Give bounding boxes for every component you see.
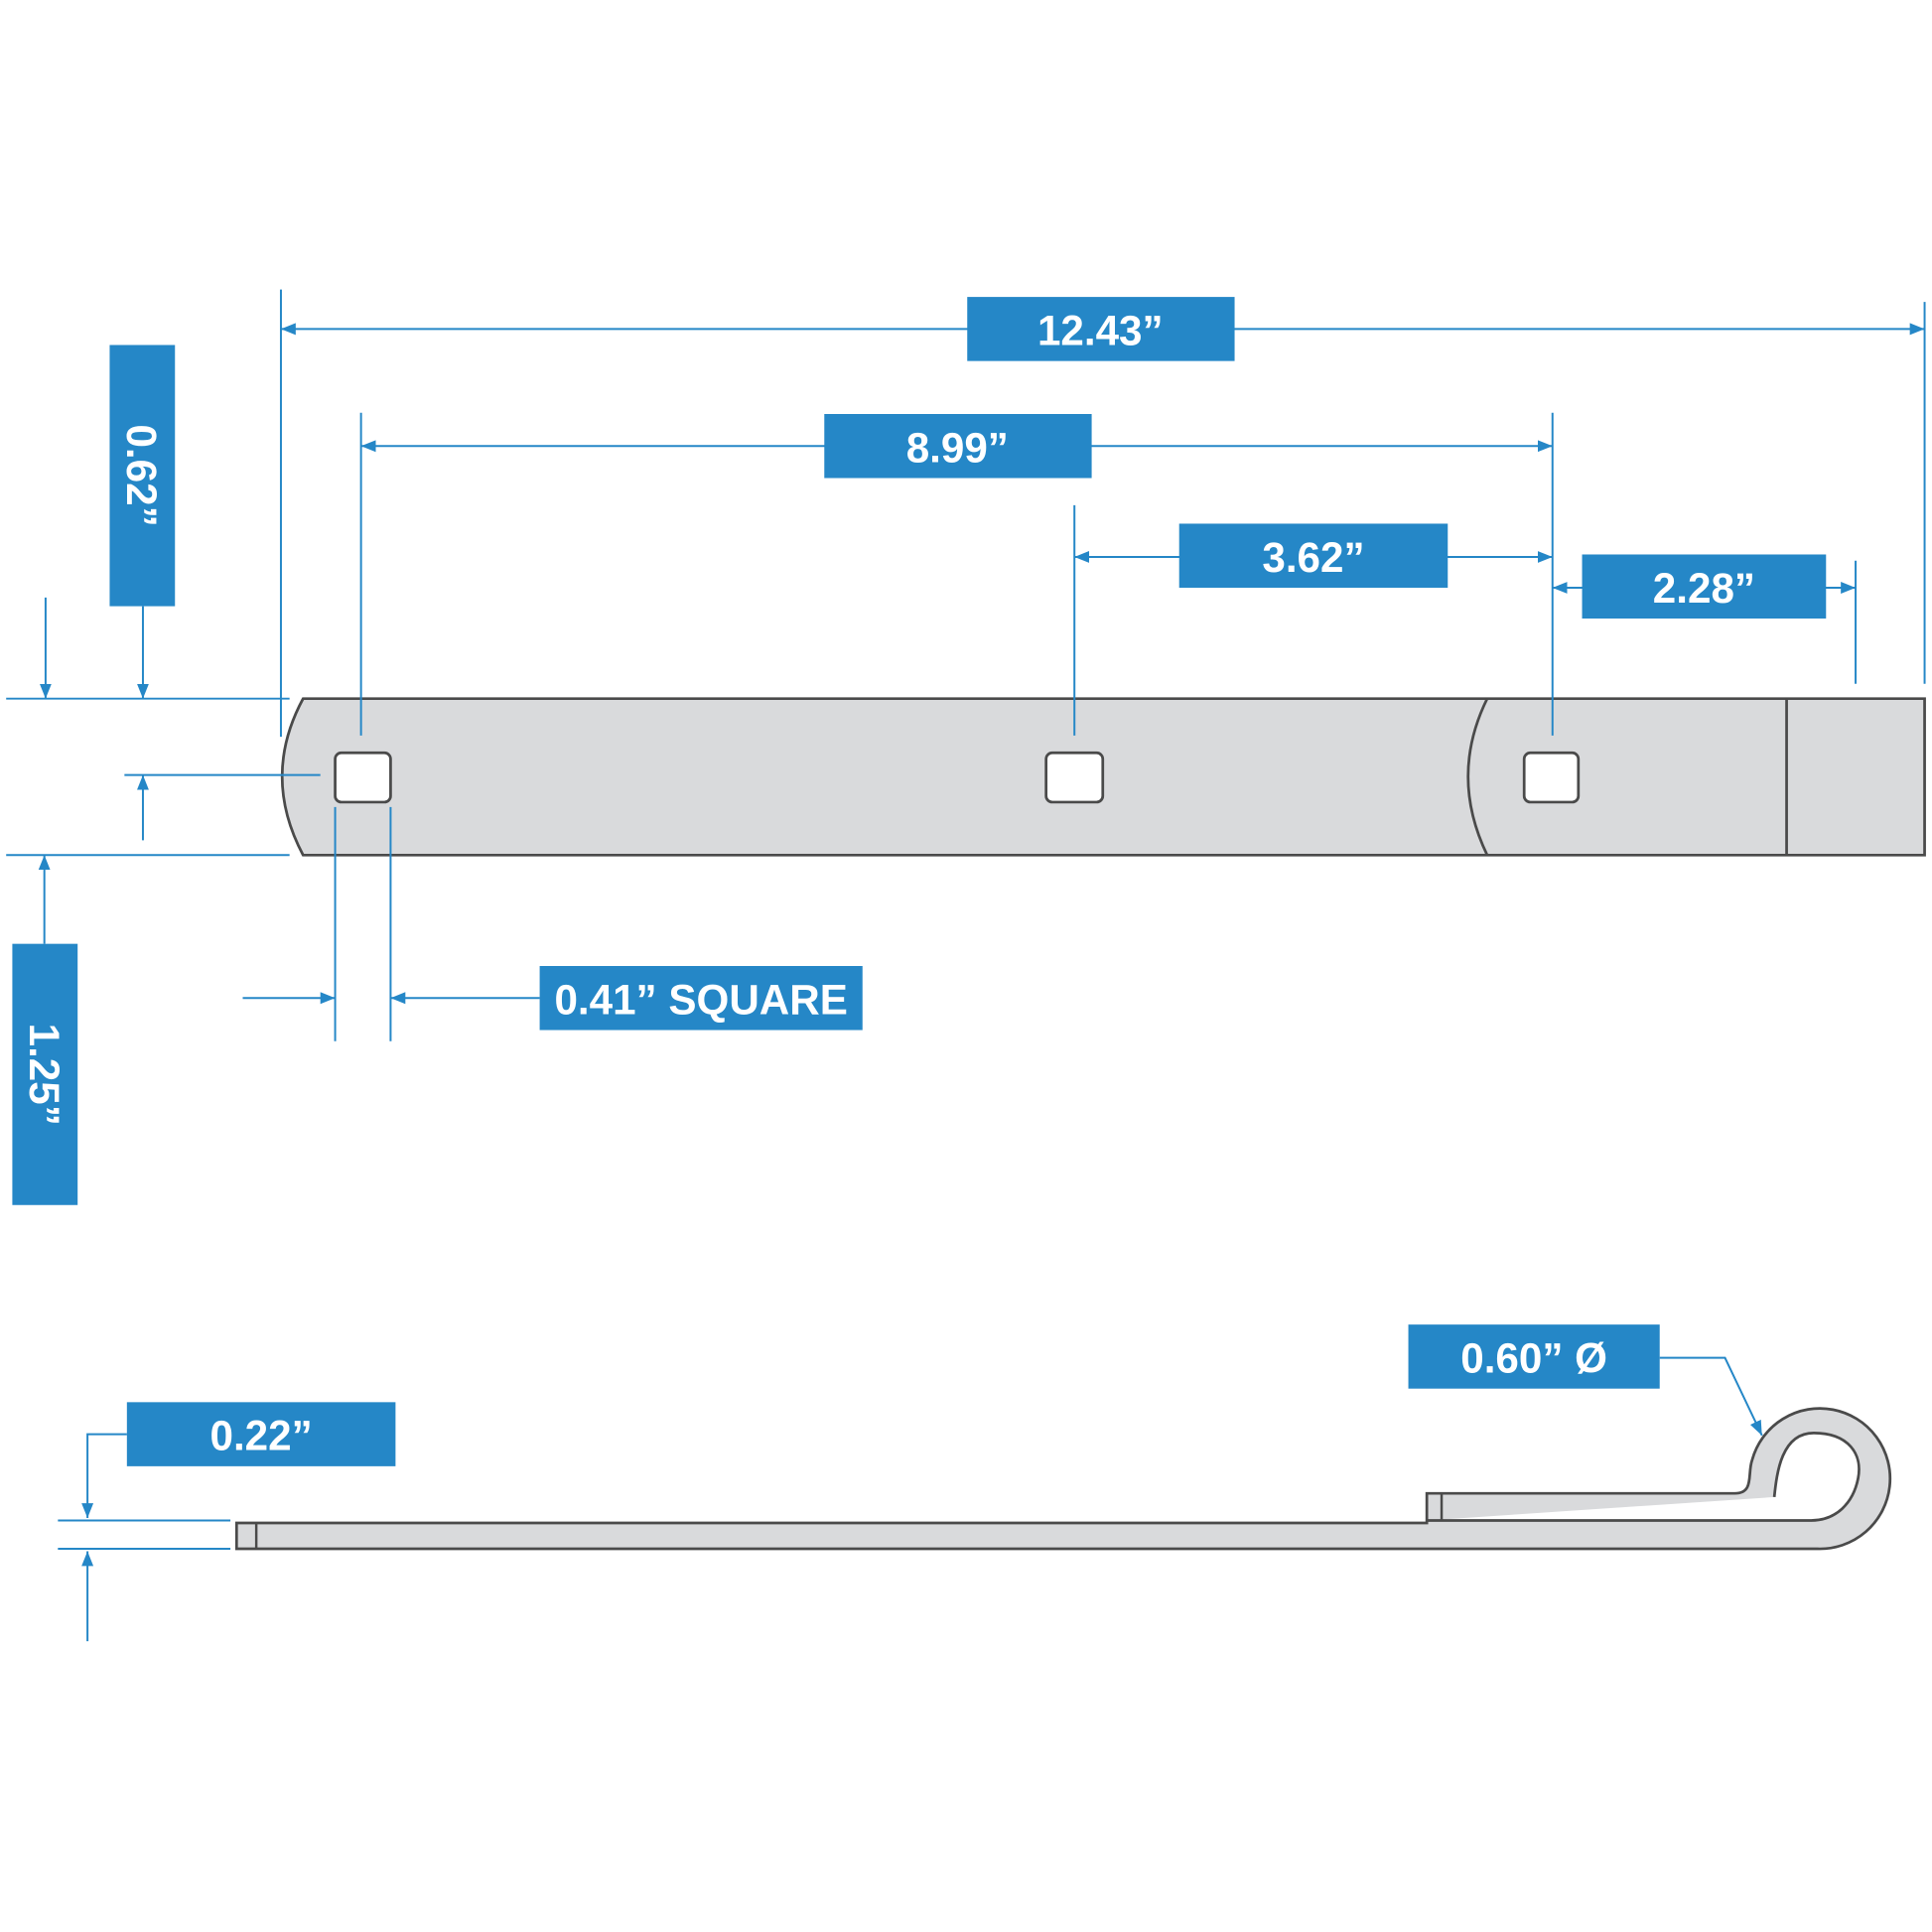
square-hole bbox=[1522, 751, 1581, 804]
bend-line bbox=[1466, 698, 1489, 856]
extension-lines bbox=[6, 289, 1926, 1551]
side-view bbox=[234, 1407, 1892, 1551]
svg-text:0.62”: 0.62” bbox=[118, 424, 165, 526]
strap-profile bbox=[234, 1407, 1892, 1551]
svg-text:12.43”: 12.43” bbox=[1037, 308, 1164, 354]
label-hole-spacing: 3.62” bbox=[1178, 523, 1449, 588]
label-hole-span: 8.99” bbox=[824, 414, 1092, 479]
svg-text:8.99”: 8.99” bbox=[906, 424, 1009, 471]
label-end-to-hole: 2.28” bbox=[1582, 554, 1827, 620]
svg-text:0.60” Ø: 0.60” Ø bbox=[1460, 1335, 1607, 1382]
label-hole-center-height: 0.62” bbox=[109, 345, 176, 607]
svg-text:0.41” SQUARE: 0.41” SQUARE bbox=[554, 976, 847, 1023]
top-view bbox=[280, 697, 1926, 857]
svg-text:2.28”: 2.28” bbox=[1653, 565, 1755, 612]
label-eye-diameter: 0.60” Ø bbox=[1408, 1324, 1660, 1389]
square-hole bbox=[334, 751, 392, 804]
label-width: 1.25” bbox=[12, 943, 78, 1205]
square-hole bbox=[1044, 751, 1105, 804]
svg-text:0.22”: 0.22” bbox=[210, 1413, 313, 1459]
svg-text:3.62”: 3.62” bbox=[1262, 534, 1364, 581]
eye-opening bbox=[1427, 1432, 1861, 1522]
label-thickness: 0.22” bbox=[126, 1402, 396, 1466]
label-hole-size: 0.41” SQUARE bbox=[539, 966, 863, 1031]
svg-text:1.25”: 1.25” bbox=[21, 1024, 68, 1126]
label-overall-length: 12.43” bbox=[967, 297, 1235, 361]
